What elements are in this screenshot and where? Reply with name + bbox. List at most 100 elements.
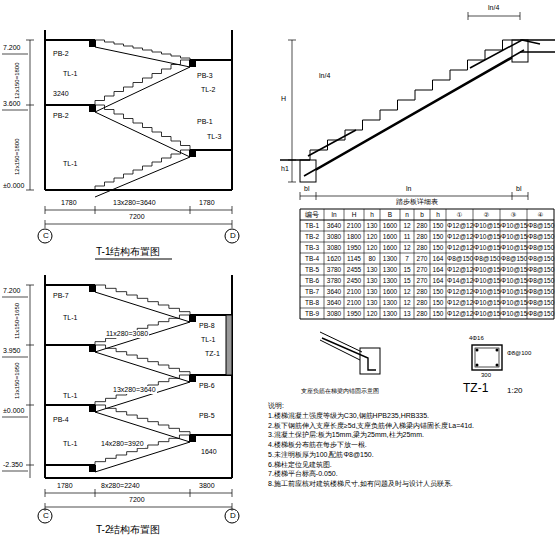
- table-cell: Φ10@150: [501, 276, 526, 285]
- table-cell: Φ8@150: [528, 265, 553, 274]
- table-cell: Φ8@150: [447, 254, 472, 263]
- table-cell: 1300: [381, 265, 399, 274]
- stair-soffit: [95, 322, 190, 352]
- drawing-label: 7.200: [2, 287, 22, 295]
- table-cell: Φ10@150: [474, 232, 499, 241]
- table-cell: Φ8@150: [528, 254, 553, 263]
- table-cell: TB-7: [301, 287, 323, 296]
- drawing-label: 12x150=1800: [14, 61, 21, 100]
- dimension-line: [2, 40, 34, 190]
- table-rule: [554, 209, 555, 319]
- table-cell: 280: [415, 243, 429, 252]
- landing-slab: [45, 285, 232, 465]
- drawing-label: 1:20: [506, 386, 524, 396]
- drawing-label: TL-1: [200, 336, 216, 344]
- table-cell: Φ10@150: [474, 287, 499, 296]
- table-cell: 2455: [345, 265, 363, 274]
- stair-treads: [95, 435, 190, 465]
- table-cell: TB-5: [301, 265, 323, 274]
- drawing-label: 1640: [200, 448, 218, 456]
- drawing-label: PB-4: [52, 416, 70, 424]
- dimension-line: [2, 285, 34, 478]
- drawing-label: T-1结构布置图: [95, 246, 161, 258]
- drawing-label: C: [42, 511, 50, 521]
- table-cell: Φ10@150: [501, 309, 526, 318]
- drawing-label: 3.950: [2, 347, 22, 355]
- note-text: 4.楼梯板分布筋在每步下放一根.: [268, 441, 555, 450]
- table-cell: 3640: [325, 298, 343, 307]
- table-cell: 3080: [325, 243, 343, 252]
- table-cell: 120: [365, 232, 379, 241]
- drawing-label: C: [42, 231, 50, 241]
- table-cell: Φ12@120: [447, 232, 472, 241]
- table-cell: h: [365, 210, 379, 219]
- table-cell: 164: [431, 265, 445, 274]
- drawing-label: 12x150=1800: [14, 137, 21, 176]
- rebar-dot: [476, 349, 499, 367]
- wall: [45, 275, 232, 478]
- stair-treads: [95, 375, 190, 405]
- drawing-label: 7200: [128, 213, 146, 221]
- table-cell: 1300: [381, 254, 399, 263]
- table-cell: ③: [501, 210, 526, 219]
- table-cell: 1600: [381, 287, 399, 296]
- table-cell: Φ10@150: [501, 298, 526, 307]
- table-cell: 280: [415, 221, 429, 230]
- note-text: 3.混凝土保护层:板为15mm,梁为25mm,柱为25mm.: [268, 431, 555, 440]
- plan-t1: [2, 30, 239, 259]
- dimension-line: [288, 12, 528, 200]
- drawing-label: 1780: [198, 199, 216, 207]
- drawing-label: TZ-1: [204, 350, 221, 358]
- drawing-label: TL-1: [62, 440, 78, 448]
- table-cell: 2100: [345, 221, 363, 230]
- table-cell: 150: [431, 221, 445, 230]
- table-cell: 150: [431, 287, 445, 296]
- stair-soffit: [95, 157, 190, 197]
- drawing-label: TL-1: [62, 314, 78, 322]
- table-cell: 120: [365, 243, 379, 252]
- note-text: 5.未注明板厚为100,配筋Φ8@150.: [268, 451, 555, 460]
- drawing-label: ±0.000: [2, 407, 25, 415]
- table-cell: Φ12@120: [447, 309, 472, 318]
- table-cell: Φ10@150: [474, 265, 499, 274]
- slab-outline: [280, 40, 555, 170]
- drawing-label: ±0.000: [2, 182, 25, 190]
- stair-soffit: [95, 67, 190, 112]
- table-cell: 130: [365, 298, 379, 307]
- table-cell: 12: [401, 243, 413, 252]
- table-cell: 3640: [325, 287, 343, 296]
- table-rule: [300, 319, 554, 320]
- table-cell: 270: [415, 254, 429, 263]
- table-cell: 1300: [381, 276, 399, 285]
- table-cell: 150: [431, 298, 445, 307]
- note-text: 7.楼梯平台标高-0.050.: [268, 470, 555, 479]
- drawing-label: T-2结构布置图: [95, 524, 161, 536]
- stair-soffit: [95, 382, 190, 412]
- axis-bubble: [38, 229, 52, 243]
- stair-soffit: [95, 412, 190, 442]
- stirrup: [475, 348, 499, 367]
- table-cell: 1620: [325, 254, 343, 263]
- table-cell: Φ10@150: [474, 221, 499, 230]
- drawing-label: 13x280=3640: [112, 386, 157, 394]
- stair-treads: [95, 105, 190, 150]
- stair-treads: [95, 285, 190, 315]
- table-cell: Φ10@150: [474, 298, 499, 307]
- table-cell: 3080: [325, 232, 343, 241]
- table-cell: Φ12@120: [447, 287, 472, 296]
- drawing-label: 13x150=1950: [14, 361, 21, 400]
- drawing-label: ln/4: [487, 4, 500, 12]
- table-cell: n: [401, 210, 413, 219]
- table-cell: 130: [365, 265, 379, 274]
- table-cell: Φ8@150: [528, 298, 553, 307]
- stair-soffit: [95, 112, 190, 157]
- dimension-line: [45, 206, 232, 228]
- table-cell: Φ8@150: [528, 276, 553, 285]
- title-underline: [95, 259, 172, 260]
- table-cell: Φ14@120: [447, 276, 472, 285]
- drawing-label: bl: [515, 185, 522, 193]
- note-text: 8.施工前应核对建筑楼梯尺寸,如有问题及时与设计人员联系.: [268, 480, 555, 489]
- drawing-label: 3240: [52, 90, 70, 98]
- table-cell: 2100: [345, 298, 363, 307]
- drawing-label: bl: [303, 185, 310, 193]
